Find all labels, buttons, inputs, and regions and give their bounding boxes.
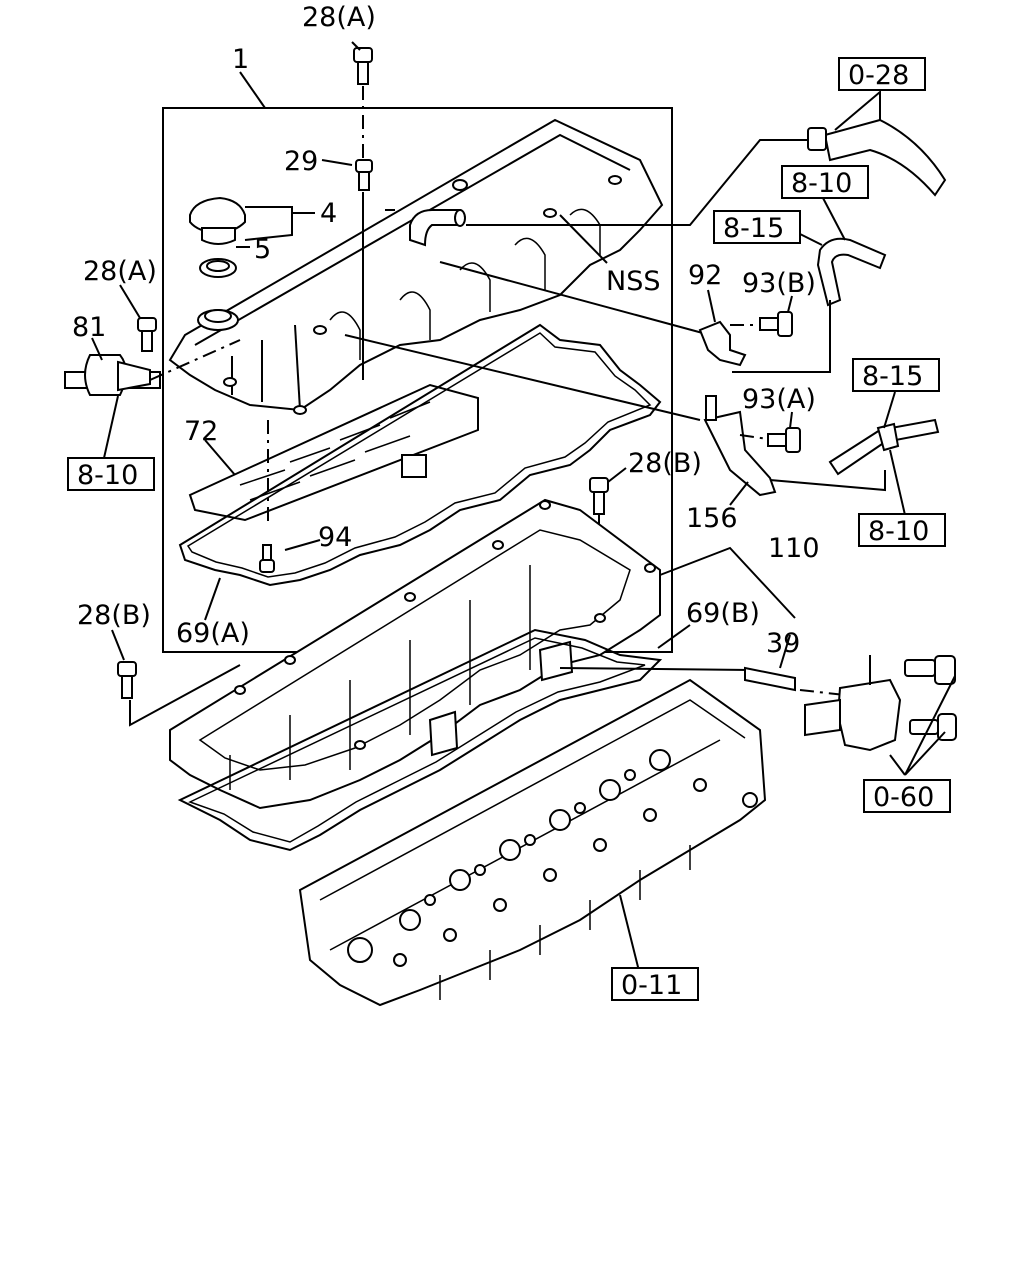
ref-box-0-60	[863, 779, 951, 813]
leader-29	[321, 159, 353, 166]
ref-box-8-15-top	[713, 210, 801, 244]
ref-0-28: 0-28	[848, 60, 909, 91]
link-28b-left	[129, 664, 241, 727]
leader-8-15-top	[799, 233, 823, 246]
callout-5: 5	[254, 234, 271, 265]
bolt-28a-left	[137, 317, 157, 352]
callout-93a: 93(A)	[742, 384, 816, 415]
callout-72: 72	[184, 416, 218, 447]
bolt-28b-mid	[589, 477, 609, 515]
leader-93a	[789, 411, 793, 429]
callout-4: 4	[320, 198, 337, 229]
callout-28b-left: 28(B)	[77, 600, 151, 631]
ref-box-0-11	[611, 967, 699, 1001]
ref-8-15-top: 8-15	[723, 213, 784, 244]
leader-110	[659, 546, 796, 619]
hose-0-28	[807, 118, 947, 197]
ref-0-60: 0-60	[873, 782, 934, 813]
callout-69b: 69(B)	[686, 598, 760, 629]
leader-8-10-right	[889, 449, 906, 516]
callout-92: 92	[688, 260, 722, 291]
bracket-156	[703, 395, 777, 497]
leader-8-15-right	[883, 391, 896, 429]
leader-nss	[559, 214, 608, 264]
bolt-28b-left	[117, 661, 137, 699]
link-92	[439, 261, 711, 336]
leader-69a	[204, 577, 221, 621]
assembly-frame	[162, 107, 673, 653]
stud-axis	[559, 667, 751, 671]
callout-28a-left: 28(A)	[83, 256, 157, 287]
ref-box-8-15-right	[852, 358, 940, 392]
leader-28a-left	[119, 284, 141, 319]
callout-29: 29	[284, 146, 318, 177]
callout-28b-mid: 28(B)	[628, 448, 702, 479]
frame-gasket	[177, 628, 663, 852]
ref-8-10-right: 8-10	[868, 516, 929, 547]
bolt-28a-top	[353, 47, 373, 85]
ref-8-15-right: 8-15	[862, 361, 923, 392]
callout-81: 81	[72, 312, 106, 343]
ref-box-8-10-left	[67, 457, 155, 491]
leader-1	[239, 71, 266, 109]
bolt-93a	[767, 427, 801, 453]
ref-8-10-top: 8-10	[791, 168, 852, 199]
hose-8-15-top	[816, 237, 887, 307]
leader-93b	[787, 295, 793, 313]
callout-69a: 69(A)	[176, 618, 250, 649]
oil-filler-cap	[189, 196, 246, 245]
bolt-29	[355, 159, 373, 191]
leader-4-5	[244, 206, 293, 241]
leader-156	[729, 481, 749, 506]
sensor-0-60	[804, 655, 957, 752]
leader-39	[779, 634, 791, 669]
breather-line	[466, 139, 815, 226]
hose-8-15-right	[828, 418, 940, 476]
leader-72	[204, 439, 236, 476]
callout-93b: 93(B)	[742, 268, 816, 299]
baffle-plate	[188, 383, 479, 522]
leader-81	[91, 337, 103, 361]
stud-39	[744, 666, 796, 692]
link-93a	[769, 470, 886, 492]
centerline-39	[799, 689, 846, 696]
ref-box-8-10-right	[858, 513, 946, 547]
leader-92	[707, 289, 716, 323]
bolt-93b	[759, 311, 793, 337]
leader-28b-left	[111, 629, 125, 661]
leader-0-28	[834, 89, 881, 131]
callout-28a-top: 28(A)	[302, 2, 376, 33]
ref-box-0-28	[838, 57, 926, 91]
oring-seal	[199, 258, 237, 278]
leader-28a-top	[351, 41, 361, 51]
leader-94	[284, 539, 321, 551]
head-cover-gasket	[178, 323, 662, 587]
leader-0-60	[889, 675, 956, 776]
callout-1: 1	[232, 44, 249, 75]
leader-8-10-top	[822, 197, 846, 241]
callout-39: 39	[766, 628, 800, 659]
link-93b	[732, 300, 831, 373]
bolt-94	[259, 544, 275, 573]
cylinder-head-cover	[168, 118, 664, 415]
centerline-81	[149, 339, 241, 381]
link-156	[344, 334, 701, 421]
callout-nss: NSS	[606, 266, 660, 297]
bracket-92	[698, 320, 747, 367]
leader-69b	[657, 624, 691, 649]
leader-8-10-left	[103, 395, 119, 459]
cam-carrier-frame	[169, 498, 661, 810]
callout-94: 94	[318, 522, 352, 553]
ref-0-11: 0-11	[621, 970, 682, 1001]
ref-8-10-left: 8-10	[77, 460, 138, 491]
leader-28b-mid	[607, 467, 627, 483]
callout-156: 156	[686, 503, 738, 534]
leader-0-11	[619, 894, 641, 976]
hose-clip-81	[64, 354, 161, 396]
cylinder-head	[298, 678, 767, 1007]
callout-110: 110	[768, 533, 820, 564]
ref-box-8-10-top	[781, 165, 869, 199]
